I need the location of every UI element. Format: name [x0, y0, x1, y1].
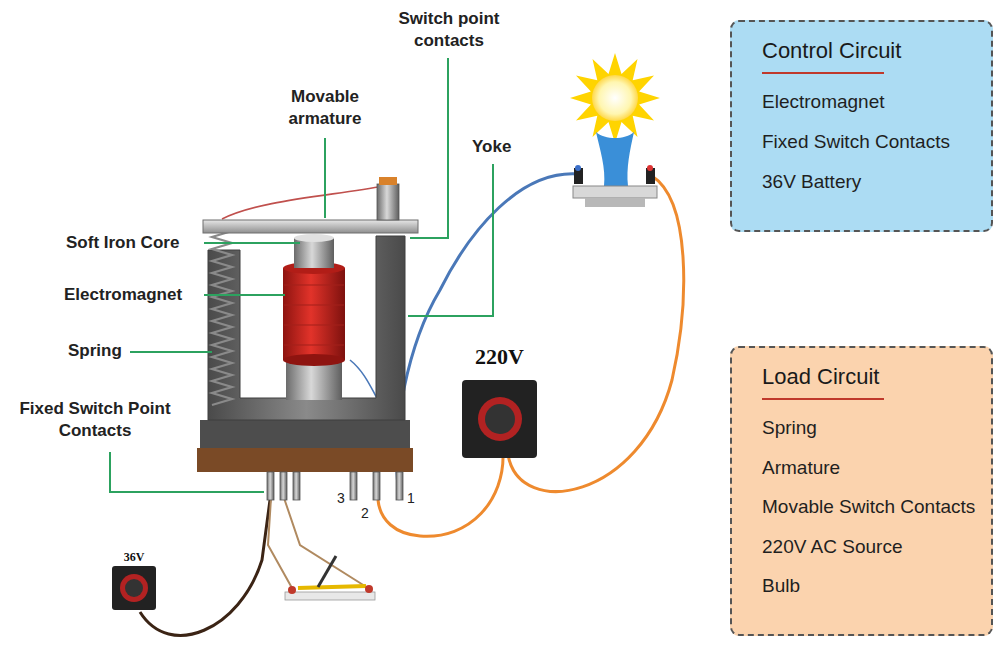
- coil-winding: [284, 305, 344, 306]
- fixed-contact-pin: [280, 472, 287, 500]
- pins: [267, 472, 403, 500]
- knife-switch: [318, 556, 336, 587]
- panel-item: 220V AC Source: [762, 527, 979, 567]
- knife-switch: [288, 586, 296, 594]
- battery: [120, 574, 148, 602]
- terminal-pin: [350, 472, 357, 500]
- wires: [140, 174, 684, 636]
- coil: [283, 354, 345, 366]
- fixed-contact-pin: [293, 472, 300, 500]
- leader-line: [110, 452, 264, 492]
- bulb-glass: [592, 75, 638, 121]
- coil-windings: [284, 285, 344, 345]
- bulb-base: [596, 132, 634, 186]
- leader-line: [130, 351, 212, 353]
- terminal-pin: [373, 472, 380, 500]
- leader-line: [408, 164, 493, 316]
- bulb-socket: [573, 186, 657, 198]
- switch-contact: [379, 177, 397, 185]
- blue-wire: [350, 360, 378, 400]
- terminal-pin: [396, 472, 403, 500]
- ac-source: [462, 380, 537, 458]
- coil-winding: [284, 325, 344, 326]
- ac-source: [478, 397, 522, 441]
- panel-item: Armature: [762, 448, 979, 488]
- blue-wire: [397, 174, 578, 500]
- coil-winding: [284, 345, 344, 346]
- part-label: Soft Iron Core: [66, 232, 179, 254]
- brown-wire: [140, 500, 270, 635]
- pin-number: 2: [361, 502, 369, 524]
- leader-line: [410, 58, 448, 238]
- voltage-label: 36V: [106, 550, 162, 564]
- part-label: Switch point contacts: [393, 8, 505, 52]
- relay-base: [200, 420, 410, 450]
- part-label: Spring: [68, 340, 122, 362]
- leader-line: [204, 294, 285, 296]
- knife-switch: [365, 585, 373, 593]
- switch-contact: [377, 184, 399, 220]
- panel-item: Bulb: [762, 566, 979, 606]
- battery: [125, 579, 143, 597]
- heading-underline: [762, 72, 884, 74]
- leader-line: [324, 138, 326, 218]
- part-label: Yoke: [472, 136, 511, 158]
- leader-lines: [110, 58, 493, 492]
- panel-item: Electromagnet: [762, 82, 979, 122]
- tan-wire: [284, 498, 368, 588]
- coil-winding: [284, 285, 344, 286]
- bulb-rays: [570, 53, 660, 143]
- spring: [212, 225, 232, 405]
- red-wire: [222, 186, 384, 219]
- ac-source: [485, 404, 515, 434]
- bulb: [570, 53, 660, 207]
- load-circuit-panel: Load CircuitSpringArmatureMovable Switch…: [730, 346, 993, 636]
- heading-underline: [762, 398, 884, 400]
- part-label: Electromagnet: [64, 284, 182, 306]
- pin-number: 1: [407, 487, 415, 509]
- panel-item: Movable Switch Contacts: [762, 487, 979, 527]
- voltage-label: 220V: [452, 344, 547, 370]
- part-label: Fixed Switch Point Contacts: [6, 398, 184, 442]
- panel-heading: Load Circuit: [762, 362, 979, 392]
- wooden-board: [197, 448, 413, 472]
- pin-number: 3: [337, 487, 345, 509]
- coil: [283, 268, 345, 360]
- bulb-terminal: [575, 165, 581, 171]
- bulb-terminal: [647, 165, 653, 171]
- bulb-socket: [585, 198, 645, 207]
- panel-item: Spring: [762, 408, 979, 448]
- armature: [203, 220, 418, 233]
- panel-item: Fixed Switch Contacts: [762, 122, 979, 162]
- panel-heading: Control Circuit: [762, 36, 979, 66]
- knife-switch: [298, 586, 366, 588]
- soft-iron-core: [294, 234, 334, 242]
- leader-line: [204, 242, 300, 244]
- control-circuit-panel: Control CircuitElectromagnetFixed Switch…: [730, 20, 993, 232]
- knife-switch: [285, 592, 375, 600]
- battery: [112, 566, 156, 610]
- yoke: [208, 236, 405, 420]
- fixed-contact-pin: [267, 472, 274, 500]
- part-label: Movable armature: [272, 86, 378, 130]
- panel-item: 36V Battery: [762, 162, 979, 202]
